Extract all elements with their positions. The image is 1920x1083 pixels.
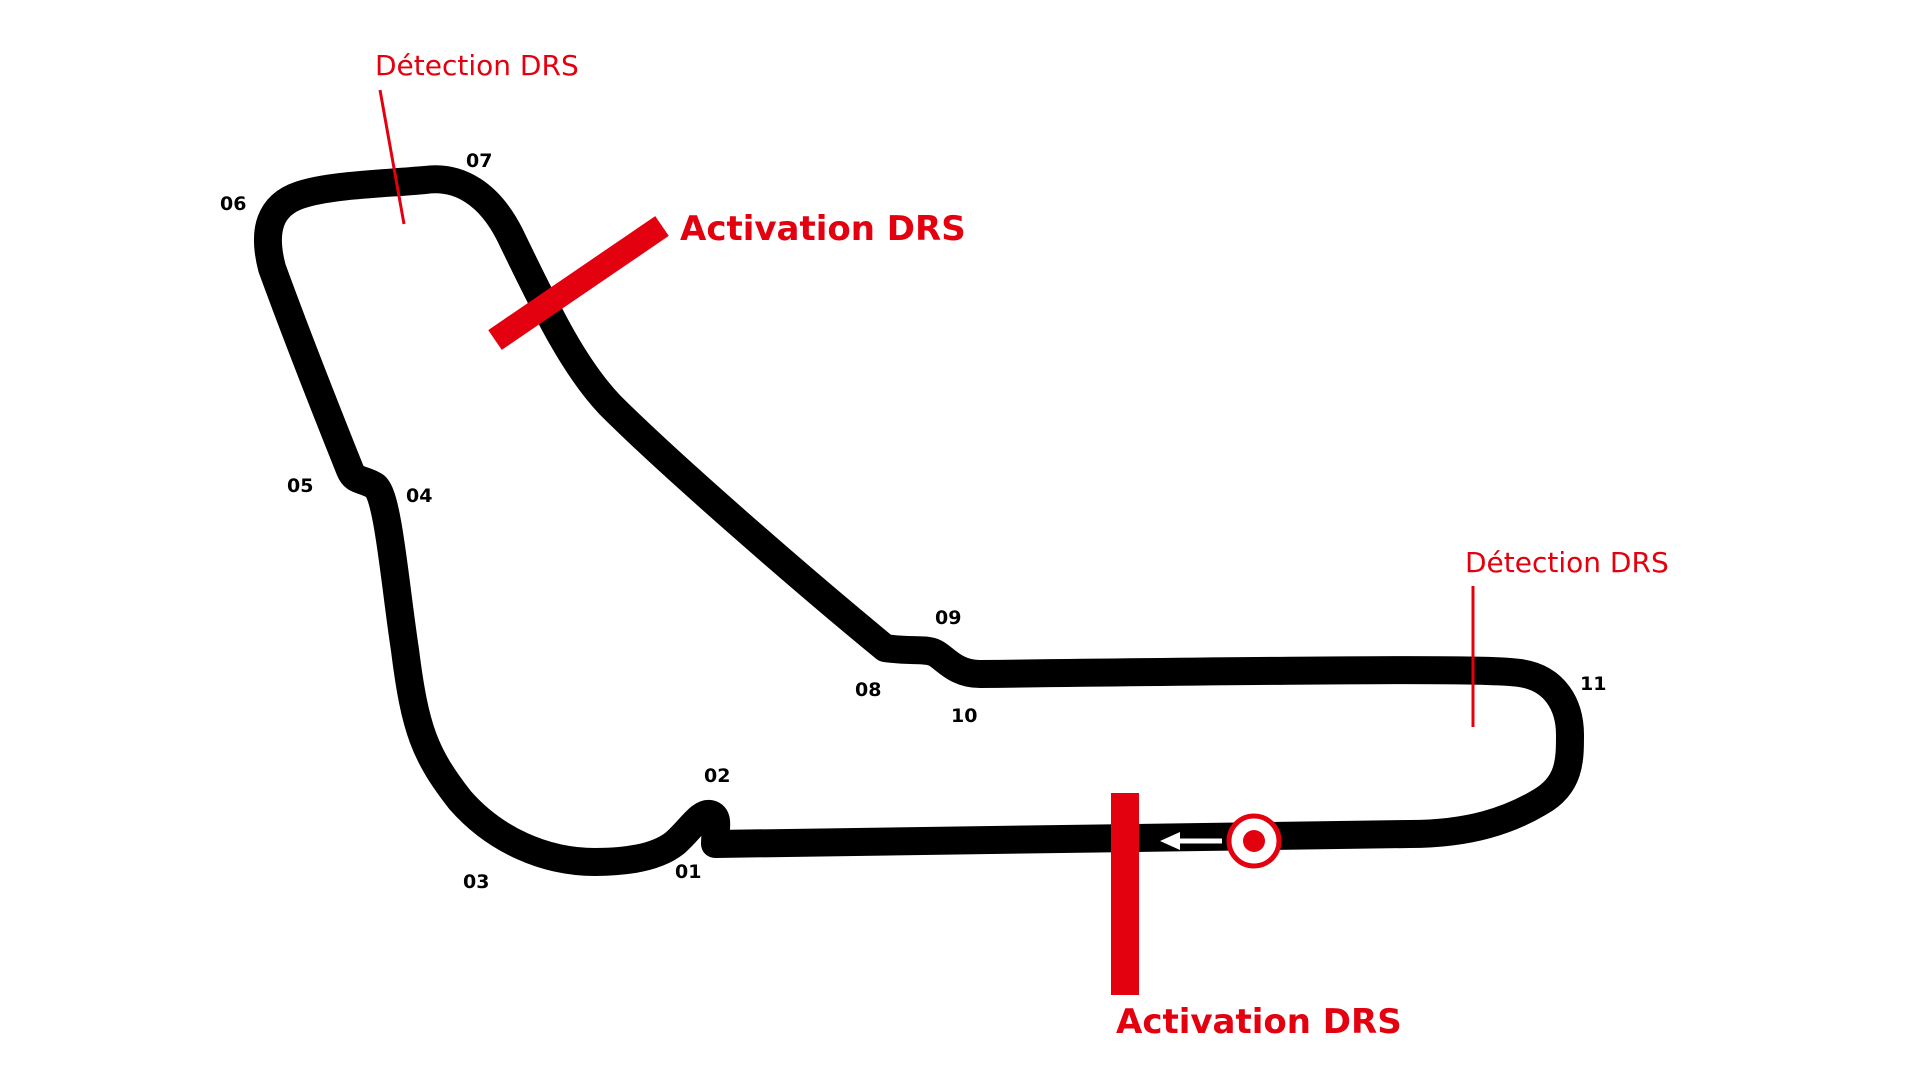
turn-label-11: 11 [1580, 673, 1606, 695]
turn-label-01: 01 [675, 861, 701, 883]
drs-detection-label-2: Détection DRS [1465, 546, 1669, 579]
turn-label-06: 06 [220, 193, 246, 215]
drs-activation-bar-1 [488, 216, 669, 350]
turn-label-08: 08 [855, 679, 881, 701]
turn-label-02: 02 [704, 765, 730, 787]
drs-detection-line-1 [378, 89, 406, 225]
turn-label-04: 04 [406, 485, 432, 507]
drs-detection-label-1: Détection DRS [375, 49, 579, 82]
turn-label-09: 09 [935, 607, 961, 629]
drs-activation-label-1: Activation DRS [680, 209, 966, 249]
track-path [253, 165, 1584, 876]
turn-label-03: 03 [463, 871, 489, 893]
arrow-left-icon [1160, 832, 1222, 850]
turn-label-05: 05 [287, 475, 313, 497]
target-icon [1226, 813, 1282, 869]
turn-label-10: 10 [951, 705, 977, 727]
turn-label-07: 07 [466, 150, 492, 172]
drs-activation-label-2: Activation DRS [1116, 1002, 1402, 1042]
